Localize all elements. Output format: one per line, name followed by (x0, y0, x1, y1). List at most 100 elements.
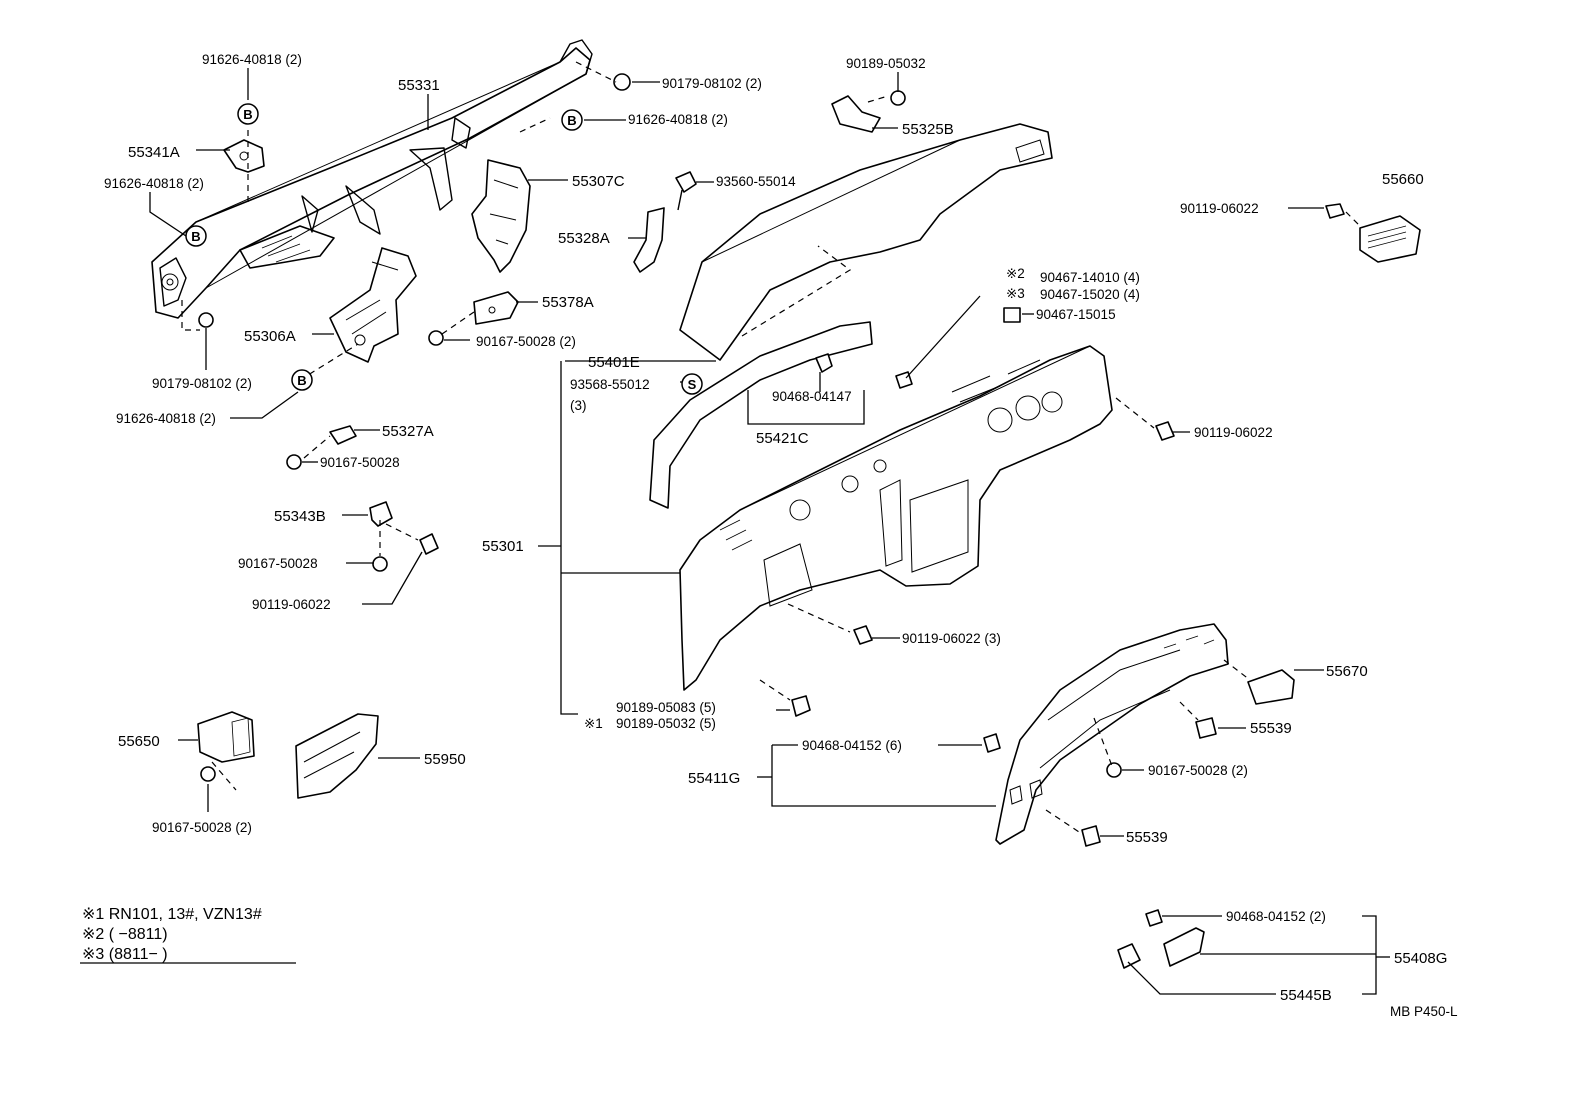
label-55408G: 55408G (1394, 950, 1447, 967)
note-1: ※1 RN101, 13#, VZN13# (82, 906, 262, 923)
callout-b-1: B (237, 103, 259, 125)
part-55539-clip-b (1081, 825, 1101, 847)
label-55650: 55650 (118, 733, 160, 750)
label-90167-a: 90167-50028 (2) (476, 334, 576, 349)
clip-90189-05083 (791, 695, 811, 717)
label-mark-2: ※2 (1006, 266, 1025, 281)
clip-90468-04152-2 (1145, 909, 1163, 927)
part-55325B-bracket (831, 95, 881, 133)
part-55411G-cluster-panel (995, 623, 1229, 845)
nut-90189-05032 (890, 90, 906, 106)
part-55670-vent (1247, 669, 1295, 705)
clip-90467-15015 (1003, 307, 1021, 323)
part-55341A-bracket (223, 139, 265, 173)
label-93568-qty: (3) (570, 398, 587, 413)
label-90167-e: 90167-50028 (2) (152, 820, 252, 835)
part-55408G-trim (1163, 927, 1205, 967)
reference-code: MB P450-L (1390, 1004, 1458, 1019)
label-55660: 55660 (1382, 171, 1424, 188)
label-90189-05083: 90189-05083 (5) (616, 700, 716, 715)
label-55401E: 55401E (588, 354, 640, 371)
clip-90468-04152-6 (983, 733, 1001, 753)
label-55341A: 55341A (128, 144, 180, 161)
label-93560: 93560-55014 (716, 174, 796, 189)
label-91626-l: 91626-40818 (2) (104, 176, 204, 191)
note-3: ※3 (8811− ) (82, 946, 168, 963)
bolt-90119-06022-left (1325, 203, 1345, 219)
label-90189-top: 90189-05032 (846, 56, 926, 71)
svg-text:B: B (297, 373, 306, 388)
part-55378A-bracket (473, 291, 519, 325)
label-55421C: 55421C (756, 430, 809, 447)
part-55660-vent (1359, 215, 1421, 263)
label-90467-14010: 90467-14010 (4) (1040, 270, 1140, 285)
part-55421C-panel (649, 321, 873, 509)
label-90119-3: 90119-06022 (3) (902, 631, 1001, 646)
label-90179-top: 90179-08102 (2) (662, 76, 762, 91)
footnotes: ※1 RN101, 13#, VZN13# ※2 ( −8811) ※3 (88… (82, 906, 262, 963)
svg-text:B: B (567, 113, 576, 128)
bolt-90119-06022-3 (853, 625, 873, 645)
callout-s: S (681, 373, 703, 395)
label-90167-d: 90167-50028 (2) (1148, 763, 1248, 778)
label-55331: 55331 (398, 77, 440, 94)
part-55328A-brace (633, 207, 665, 273)
part-55301-instrument-panel (679, 345, 1113, 691)
label-91626-b: 91626-40818 (2) (116, 411, 216, 426)
callout-b-2: B (185, 225, 207, 247)
part-55539-clip-a (1195, 717, 1217, 739)
label-90468-04152-6: 90468-04152 (6) (802, 738, 902, 753)
label-55301: 55301 (482, 538, 524, 555)
label-90167-c: 90167-50028 (238, 556, 318, 571)
label-91626-r: 91626-40818 (2) (628, 112, 728, 127)
label-55343B: 55343B (274, 508, 326, 525)
part-55650-vent (197, 711, 255, 763)
label-90119-r: 90119-06022 (1180, 201, 1259, 216)
label-55378A: 55378A (542, 294, 594, 311)
label-90468-04147: 90468-04147 (772, 389, 852, 404)
label-90467-15020: 90467-15020 (4) (1040, 287, 1140, 302)
part-55306A-bracket (329, 247, 417, 363)
leader-lines (80, 68, 1390, 995)
part-55445B-clip (1117, 943, 1141, 969)
label-90179-l: 90179-08102 (2) (152, 376, 252, 391)
label-90467-15015: 90467-15015 (1036, 307, 1116, 322)
label-55539-b: 55539 (1126, 829, 1168, 846)
part-55950-duct (295, 713, 379, 799)
bolt-93560-55014 (675, 171, 697, 211)
label-55306A: 55306A (244, 328, 296, 345)
label-93568: 93568-55012 (570, 377, 650, 392)
label-55539-a: 55539 (1250, 720, 1292, 737)
label-mark-1: ※1 (584, 716, 603, 731)
svg-text:S: S (688, 377, 697, 392)
callout-b-3: B (561, 109, 583, 131)
svg-text:B: B (191, 229, 200, 244)
screw-90167-50028-a (428, 330, 444, 346)
part-55327A-bracket (329, 425, 357, 445)
note-2: ※2 ( −8811) (82, 926, 168, 943)
label-55307C: 55307C (572, 173, 625, 190)
label-90119-c: 90119-06022 (252, 597, 331, 612)
label-55327A: 55327A (382, 423, 434, 440)
nut-90179-08102 (198, 312, 214, 328)
bolt-90119-06022-c (419, 533, 439, 555)
svg-text:B: B (243, 107, 252, 122)
label-90468-04152-2: 90468-04152 (2) (1226, 909, 1326, 924)
part-55331-reinforcement (151, 39, 593, 319)
label-55445B: 55445B (1280, 987, 1332, 1004)
label-90167-b: 90167-50028 (320, 455, 400, 470)
screw-90167-50028-d (1106, 762, 1122, 778)
clip-90468-04147 (815, 353, 833, 373)
label-55670: 55670 (1326, 663, 1368, 680)
label-91626-top: 91626-40818 (2) (202, 52, 302, 67)
label-55950: 55950 (424, 751, 466, 768)
label-55328A: 55328A (558, 230, 610, 247)
part-55401E-panel-upper (679, 123, 1053, 361)
screw-90167-50028-e (200, 766, 216, 782)
part-55343B-bracket (369, 501, 393, 527)
label-90189-05032-5: 90189-05032 (5) (616, 716, 716, 731)
screw-90167-50028-b (286, 454, 302, 470)
label-55411G: 55411G (688, 770, 740, 787)
part-55307C-brace (471, 159, 531, 273)
